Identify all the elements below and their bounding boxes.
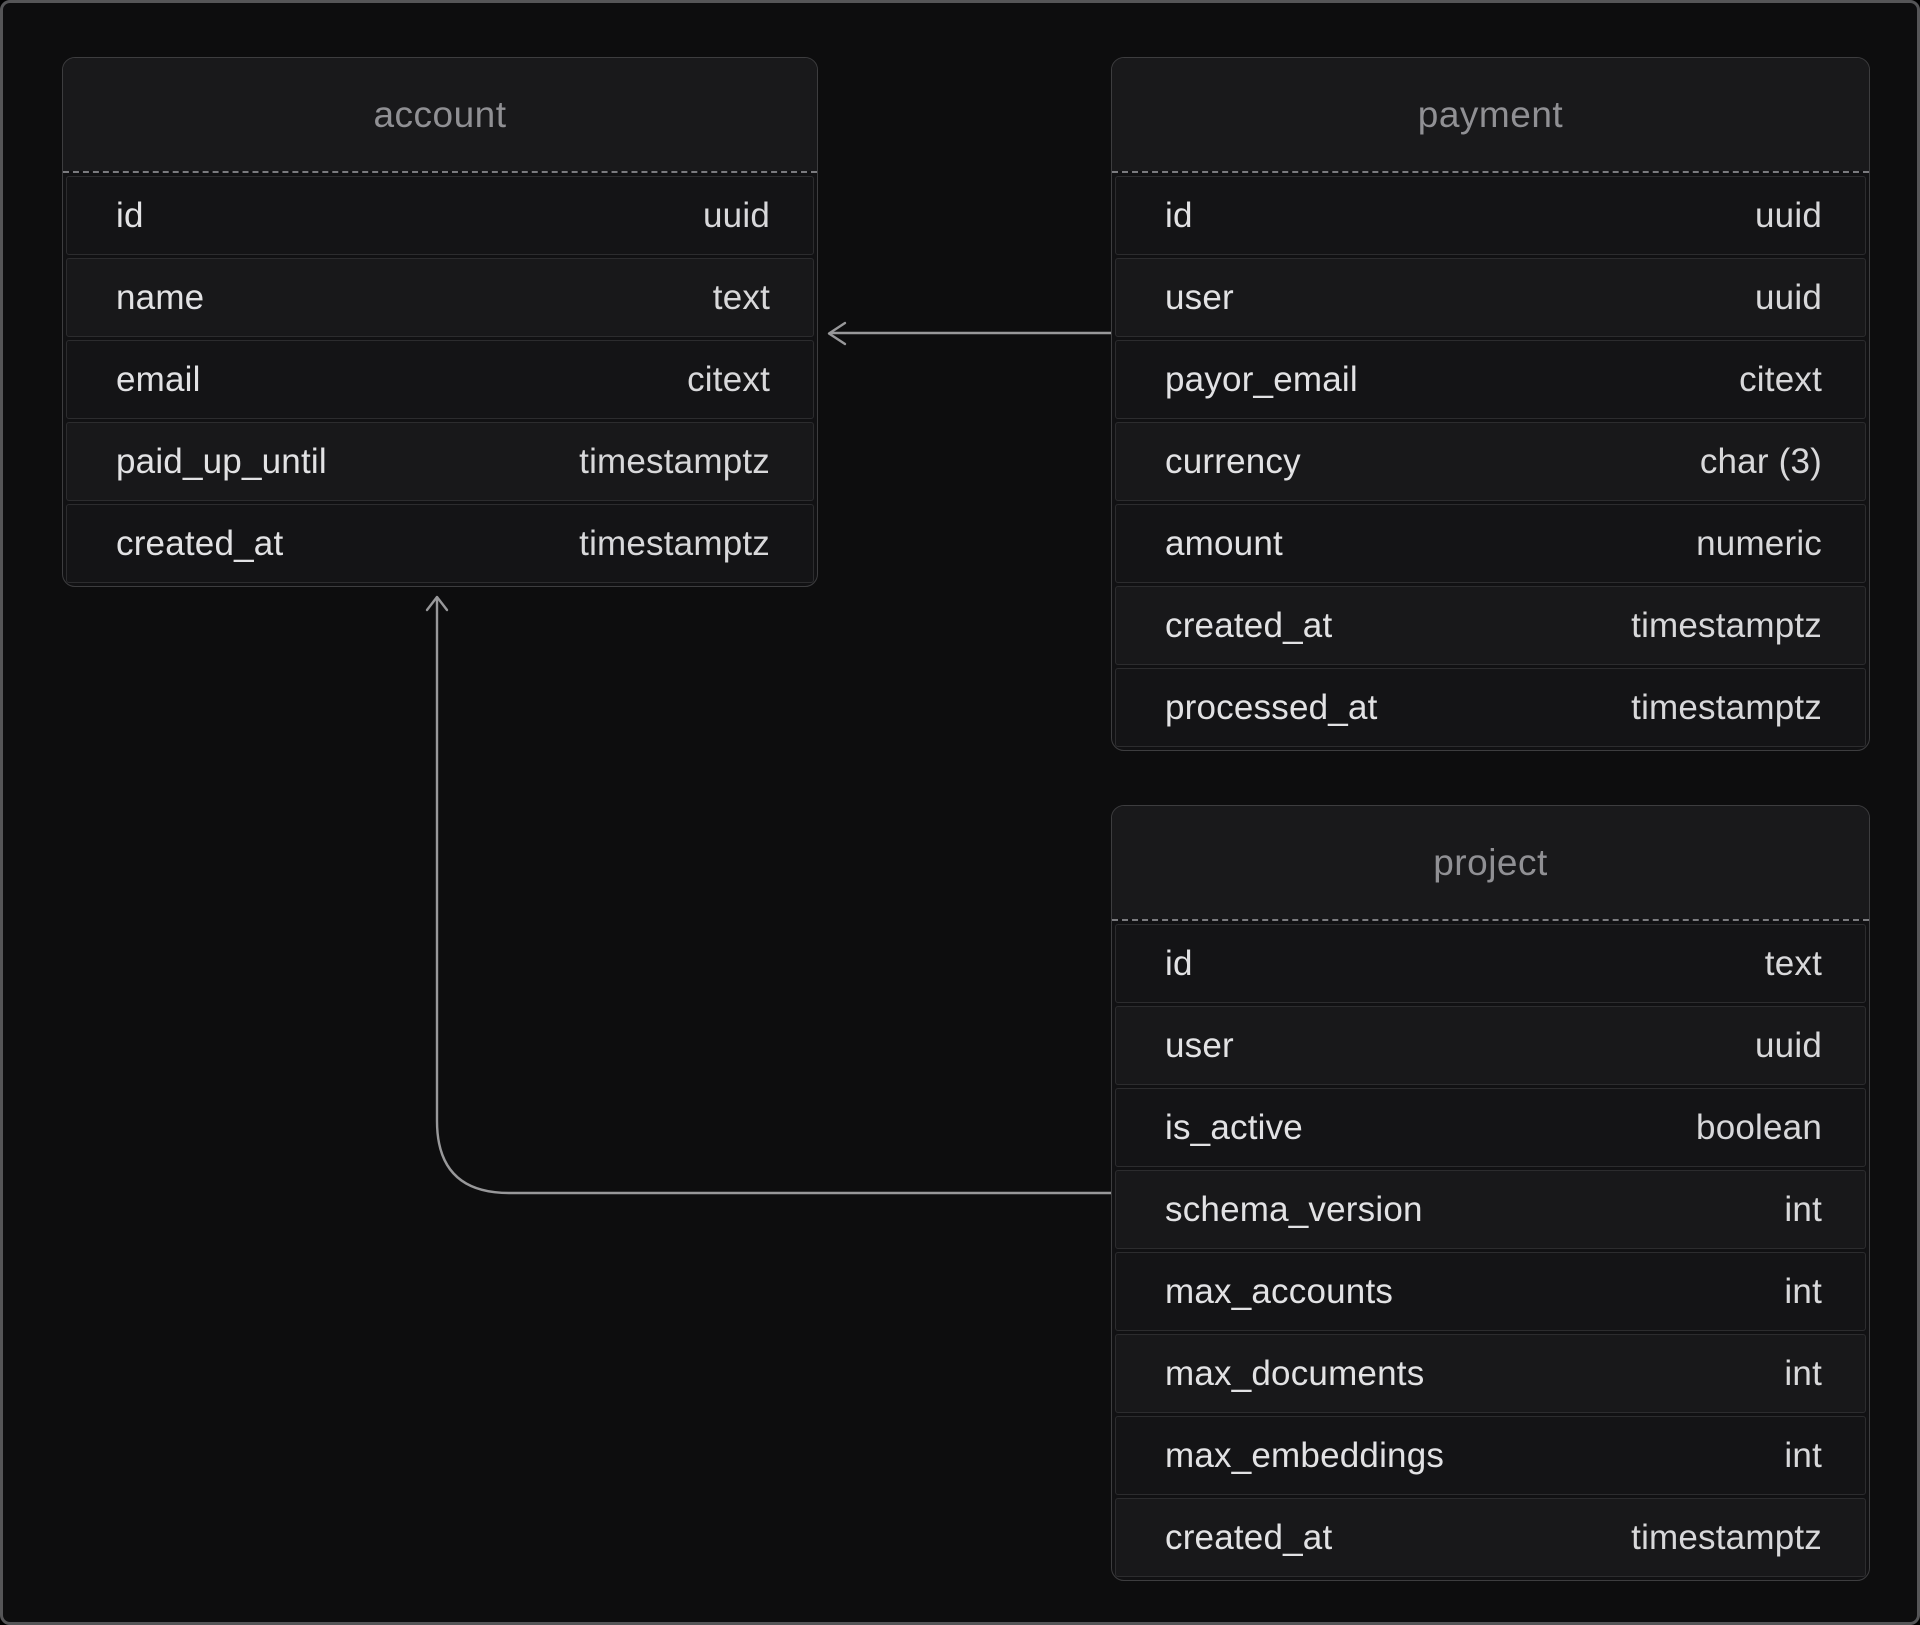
column-type: text: [712, 277, 770, 317]
column-name: payor_email: [1165, 359, 1358, 399]
column-name: user: [1165, 277, 1234, 317]
column-type: int: [1784, 1189, 1822, 1229]
column-type: uuid: [1755, 277, 1822, 317]
column-type: uuid: [703, 195, 770, 235]
table-row[interactable]: max_embeddings int: [1115, 1416, 1866, 1495]
table-row[interactable]: schema_version int: [1115, 1170, 1866, 1249]
column-name: paid_up_until: [116, 441, 327, 481]
table-payment[interactable]: payment id uuid user uuid payor_email ci…: [1111, 57, 1870, 751]
arrowhead-up-icon: [425, 595, 449, 612]
table-row[interactable]: name text: [66, 258, 814, 337]
table-row[interactable]: created_at timestamptz: [66, 504, 814, 583]
column-name: is_active: [1165, 1107, 1303, 1147]
table-row[interactable]: payor_email citext: [1115, 340, 1866, 419]
column-name: max_accounts: [1165, 1271, 1394, 1311]
column-name: user: [1165, 1025, 1234, 1065]
table-title: account: [373, 93, 507, 135]
column-name: id: [116, 195, 144, 235]
column-name: processed_at: [1165, 687, 1378, 727]
column-type: timestamptz: [1631, 1517, 1822, 1557]
table-row[interactable]: processed_at timestamptz: [1115, 668, 1866, 747]
column-type: numeric: [1696, 523, 1822, 563]
column-name: amount: [1165, 523, 1283, 563]
table-row[interactable]: created_at timestamptz: [1115, 1498, 1866, 1577]
table-project-header[interactable]: project: [1112, 806, 1869, 919]
column-name: name: [116, 277, 205, 317]
column-type: uuid: [1755, 1025, 1822, 1065]
column-type: text: [1764, 943, 1822, 983]
table-row[interactable]: currency char (3): [1115, 422, 1866, 501]
table-row[interactable]: max_documents int: [1115, 1334, 1866, 1413]
column-name: max_embeddings: [1165, 1435, 1445, 1475]
column-name: currency: [1165, 441, 1301, 481]
column-name: schema_version: [1165, 1189, 1423, 1229]
column-type: timestamptz: [1631, 605, 1822, 645]
column-type: uuid: [1755, 195, 1822, 235]
table-project[interactable]: project id text user uuid is_active bool…: [1111, 805, 1870, 1581]
table-row[interactable]: created_at timestamptz: [1115, 586, 1866, 665]
table-row[interactable]: user uuid: [1115, 258, 1866, 337]
table-row[interactable]: amount numeric: [1115, 504, 1866, 583]
column-type: boolean: [1696, 1107, 1822, 1147]
table-project-rows: id text user uuid is_active boolean sche…: [1112, 924, 1869, 1580]
header-divider: [1112, 919, 1869, 921]
table-row[interactable]: id uuid: [66, 176, 814, 255]
header-divider: [63, 171, 817, 173]
table-row[interactable]: max_accounts int: [1115, 1252, 1866, 1331]
arrowhead-left-icon: [827, 321, 847, 346]
table-account-header[interactable]: account: [63, 58, 817, 171]
table-row[interactable]: id uuid: [1115, 176, 1866, 255]
table-payment-header[interactable]: payment: [1112, 58, 1869, 171]
column-type: citext: [1739, 359, 1822, 399]
column-type: int: [1784, 1353, 1822, 1393]
table-row[interactable]: email citext: [66, 340, 814, 419]
column-type: int: [1784, 1271, 1822, 1311]
column-name: created_at: [1165, 1517, 1333, 1557]
relation-project-to-account-line: [435, 598, 1113, 1195]
column-name: id: [1165, 195, 1193, 235]
table-payment-rows: id uuid user uuid payor_email citext cur…: [1112, 176, 1869, 750]
column-type: timestamptz: [1631, 687, 1822, 727]
column-name: id: [1165, 943, 1193, 983]
column-type: char (3): [1699, 441, 1822, 481]
table-account[interactable]: account id uuid name text email citext p…: [62, 57, 818, 587]
table-title: payment: [1417, 93, 1564, 135]
column-name: email: [116, 359, 201, 399]
table-title: project: [1433, 841, 1548, 883]
column-type: int: [1784, 1435, 1822, 1475]
table-account-rows: id uuid name text email citext paid_up_u…: [63, 176, 817, 586]
column-type: timestamptz: [579, 523, 770, 563]
header-divider: [1112, 171, 1869, 173]
column-type: timestamptz: [579, 441, 770, 481]
column-name: max_documents: [1165, 1353, 1425, 1393]
table-row[interactable]: user uuid: [1115, 1006, 1866, 1085]
table-row[interactable]: is_active boolean: [1115, 1088, 1866, 1167]
table-row[interactable]: id text: [1115, 924, 1866, 1003]
column-name: created_at: [116, 523, 284, 563]
column-type: citext: [687, 359, 770, 399]
column-name: created_at: [1165, 605, 1333, 645]
table-row[interactable]: paid_up_until timestamptz: [66, 422, 814, 501]
